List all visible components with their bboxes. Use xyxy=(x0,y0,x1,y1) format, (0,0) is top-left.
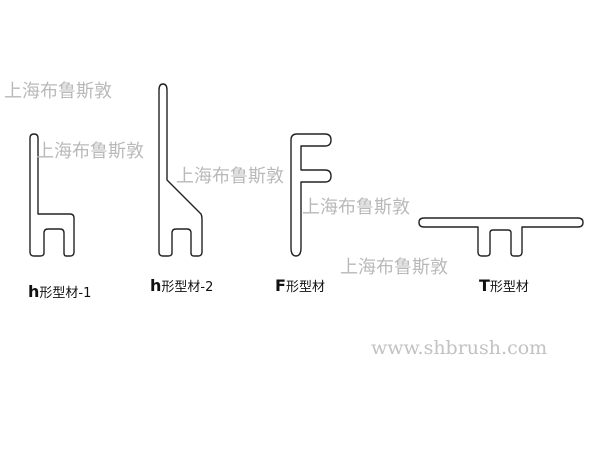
profile-suffix: 形型材 xyxy=(489,280,529,295)
website-watermark: www.shbrush.com xyxy=(371,337,548,359)
t-profile-shape xyxy=(418,217,584,257)
watermark-text: 上海布鲁斯敦 xyxy=(4,81,112,102)
profile-letter: h xyxy=(150,276,162,295)
profile-label-h1: h形型材-1 xyxy=(28,282,91,301)
profile-suffix: 形型材-1 xyxy=(39,286,92,301)
profile-label-h2: h形型材-2 xyxy=(150,276,213,295)
watermark-text: 上海布鲁斯敦 xyxy=(340,257,448,278)
watermark-text: 上海布鲁斯敦 xyxy=(176,166,284,187)
f-profile-shape xyxy=(290,133,332,257)
profile-suffix: 形型材 xyxy=(285,280,325,295)
profile-letter: T xyxy=(479,276,490,295)
profile-label-f: F形型材 xyxy=(275,276,325,295)
profile-suffix: 形型材-2 xyxy=(161,280,214,295)
h-profile-2-shape xyxy=(158,83,203,257)
watermark-text: 上海布鲁斯敦 xyxy=(302,197,410,218)
profile-letter: h xyxy=(28,282,40,301)
profile-label-t: T形型材 xyxy=(479,276,529,295)
watermark-text: 上海布鲁斯敦 xyxy=(36,141,144,162)
profile-letter: F xyxy=(275,276,286,295)
h-profile-1-shape xyxy=(29,133,75,257)
